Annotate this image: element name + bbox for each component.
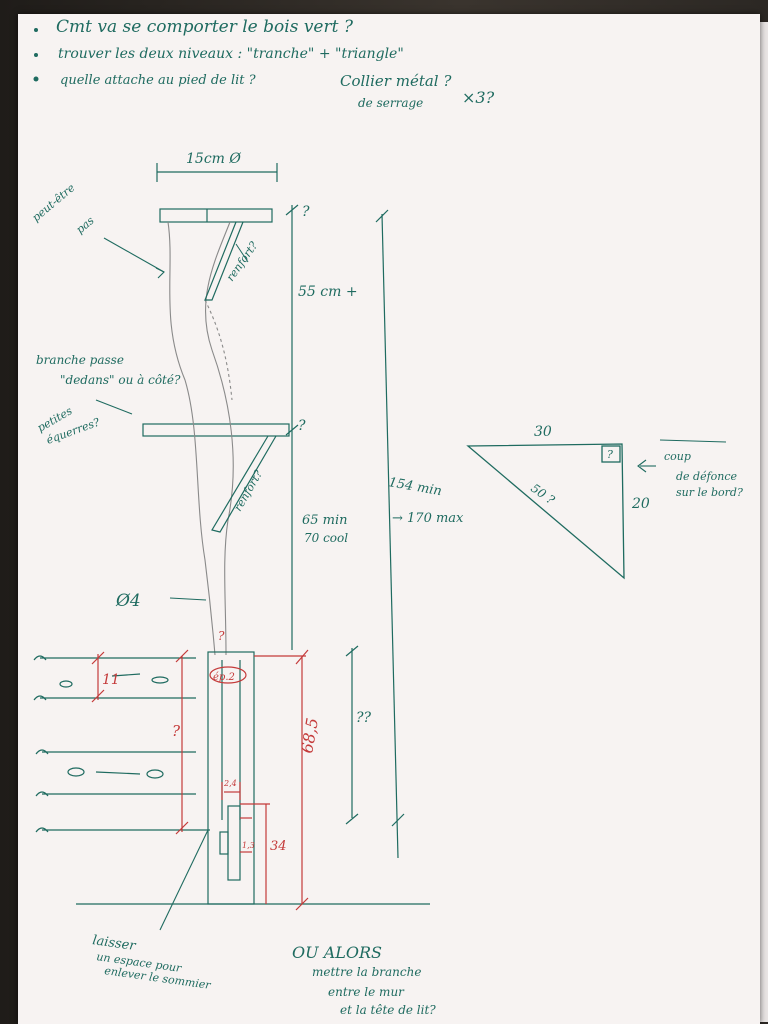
label-tri-20: 20 — [631, 496, 650, 512]
label-diam-4: Ø4 — [115, 591, 141, 611]
note-line-3: quelle attache au pied de lit ? — [60, 73, 257, 88]
top-renfort-brace — [204, 221, 244, 301]
note-line-1: Cmt va se comporter le bois vert ? — [56, 17, 354, 37]
label-q-right: ?? — [356, 710, 372, 726]
arrow-renfort-top — [235, 243, 249, 263]
arrow-laisser — [159, 829, 209, 931]
arrowhead-peut-etre — [155, 267, 165, 279]
note-times-three: ×3? — [462, 88, 495, 107]
label-ou-alors: OU ALORS — [292, 943, 382, 962]
label-13: 1,3 — [242, 841, 255, 850]
triangle-bracket — [466, 443, 625, 580]
middle-renfort-brace — [211, 435, 277, 533]
note-collier: Collier métal ? — [340, 72, 452, 90]
arrow-diam-4 — [169, 597, 207, 601]
top-shelf-plank — [159, 208, 273, 223]
top-diameter-dimension — [156, 163, 278, 182]
arrow-equerres — [95, 399, 133, 415]
middle-shelf-plank — [142, 423, 290, 437]
label-peut-etre: peut-être — [30, 181, 78, 224]
note-line-2: trouver les deux niveaux : "tranche" + "… — [58, 46, 404, 62]
label-q-mid: ? — [298, 418, 306, 434]
label-coup-3: sur le bord? — [676, 486, 743, 499]
label-15cm: 15cm Ø — [186, 151, 241, 167]
bed-rails — [33, 655, 210, 833]
label-renfort-top: renfort? — [224, 239, 261, 284]
label-mettre-2: entre le mur — [328, 985, 405, 999]
branch-sketch — [167, 221, 234, 656]
label-q-red: ? — [172, 722, 181, 740]
arrow-peut-etre — [103, 237, 165, 273]
label-laisser-1: laisser — [91, 933, 137, 954]
label-154min: 154 min — [387, 475, 443, 499]
label-coup-1: coup — [664, 450, 691, 463]
bed-post — [207, 651, 255, 905]
label-65min: 65 min — [302, 513, 348, 528]
label-mettre-3: et la tête de lit? — [340, 1003, 436, 1017]
vertical-dimensions — [285, 204, 405, 859]
label-mettre-1: mettre la branche — [312, 965, 421, 979]
label-tri-50: 50 ? — [528, 481, 557, 507]
label-685: 68,5 — [297, 716, 322, 754]
coup-underline — [659, 439, 727, 443]
note-serrage: de serrage — [358, 96, 423, 110]
label-q-post: ? — [218, 629, 225, 643]
label-q-top: ? — [302, 204, 310, 220]
red-dimensions — [91, 649, 309, 911]
label-tri-30: 30 — [534, 424, 552, 440]
label-coup-2: de défonce — [676, 470, 738, 483]
label-branche-1: branche passe — [36, 353, 124, 367]
label-ep2: ép.2 — [213, 672, 235, 683]
label-34: 34 — [270, 839, 287, 854]
label-tri-q: ? — [607, 448, 613, 461]
label-11: 11 — [102, 672, 120, 688]
label-branche-2: "dedans" ou à côté? — [60, 373, 181, 387]
label-renfort-mid: renfort? — [231, 468, 265, 514]
label-pas: pas — [74, 214, 97, 237]
label-70cool: 70 cool — [304, 531, 348, 545]
top-notes: Cmt va se comporter le bois vert ? trouv… — [33, 17, 495, 110]
label-55cm: 55 cm + — [298, 284, 358, 300]
label-24: 2,4 — [223, 779, 237, 788]
label-170max: → 170 max — [392, 511, 464, 526]
arrowhead-coup — [637, 459, 647, 473]
